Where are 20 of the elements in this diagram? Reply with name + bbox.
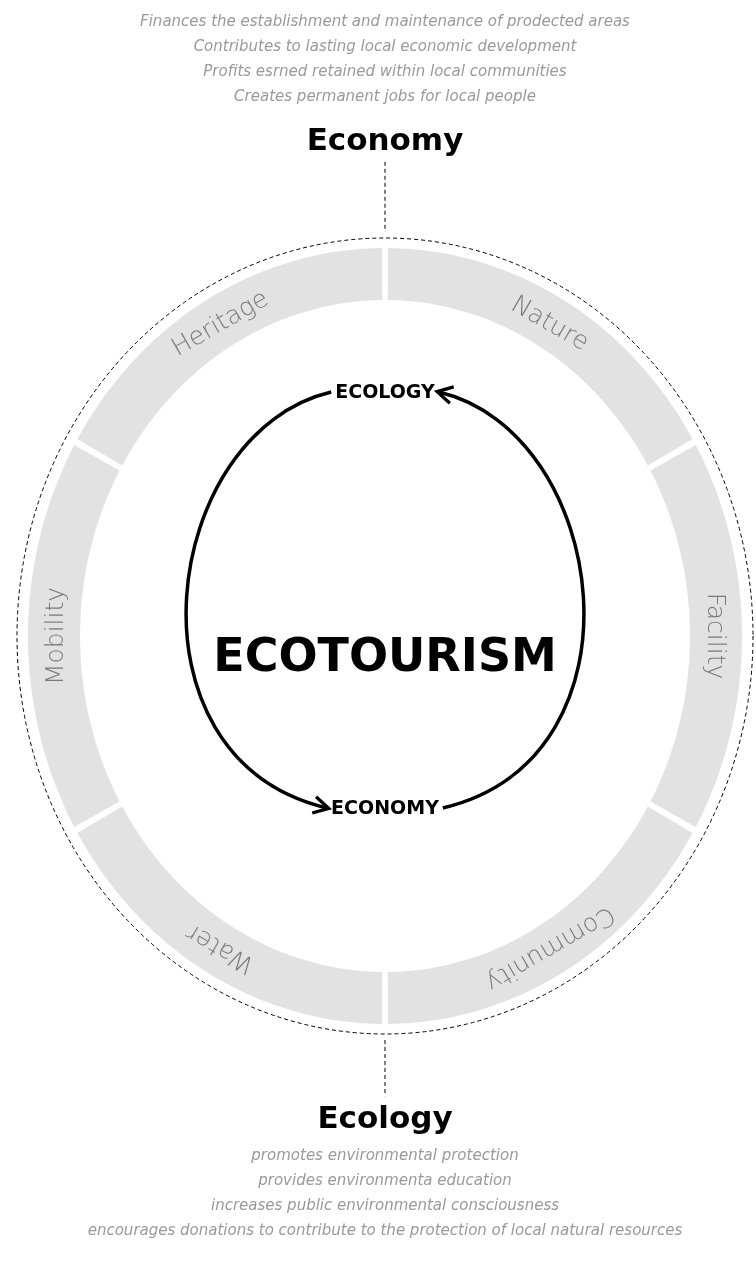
segment-label: Facility (701, 592, 731, 680)
note-text: Profits esrned retained within local communities (203, 62, 567, 80)
curved-arrow (435, 387, 586, 810)
segment-label: Mobility (39, 586, 69, 686)
heading: Economy (306, 122, 464, 158)
note-text: encourages donations to contribute to the protection of local natural resources (87, 1221, 683, 1239)
center-title: ECOTOURISM (213, 628, 557, 682)
curved-arrow (184, 390, 332, 813)
dashed-circle (15, 236, 755, 1036)
center-label: ECOLOGY (335, 381, 435, 403)
note-text: Finances the establishment and maintenance of prodected areas (140, 12, 630, 30)
ring-segment (28, 444, 120, 828)
note-text: Contributes to lasting local economic development (193, 37, 577, 55)
note-text: Creates permanent jobs for local people (234, 87, 536, 105)
note-text: provides environmenta education (258, 1171, 512, 1189)
heading: Ecology (317, 1100, 453, 1136)
center-label: ECONOMY (331, 797, 439, 819)
note-text: promotes environmental protection (251, 1146, 519, 1164)
note-text: increases public environmental consciousness (211, 1196, 559, 1214)
ring-segment (650, 444, 742, 828)
